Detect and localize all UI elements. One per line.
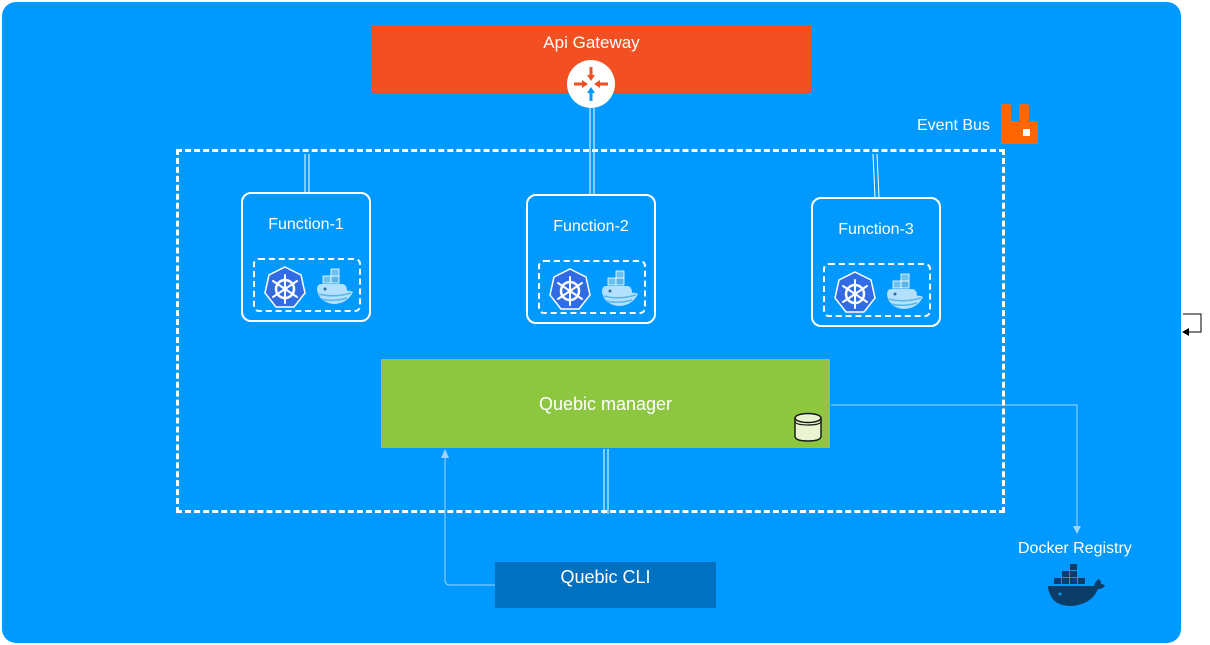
kubernetes-icon bbox=[834, 271, 876, 313]
function-2-container-group bbox=[538, 260, 646, 314]
edge-manager-registry bbox=[831, 404, 1078, 528]
edge-cli-manager bbox=[444, 455, 495, 586]
stray-connector bbox=[1183, 313, 1202, 333]
database-icon bbox=[794, 412, 822, 442]
function-3-container-group bbox=[823, 263, 931, 317]
quebic-manager-box[interactable]: Quebic manager bbox=[381, 359, 830, 448]
router-icon bbox=[567, 60, 615, 108]
api-gateway-label: Api Gateway bbox=[543, 33, 640, 52]
function-1-box[interactable]: Function-1 bbox=[241, 192, 371, 322]
function-2-label: Function-2 bbox=[553, 218, 629, 235]
function-3-label: Function-3 bbox=[838, 221, 914, 238]
function-2-box[interactable]: Function-2 bbox=[526, 194, 656, 324]
function-3-box[interactable]: Function-3 bbox=[811, 197, 941, 327]
docker-whale-icon bbox=[1048, 564, 1105, 606]
event-bus-label: Event Bus bbox=[917, 117, 990, 134]
function-1-label: Function-1 bbox=[268, 216, 344, 233]
docker-container-icon bbox=[887, 273, 923, 309]
quebic-manager-label: Quebic manager bbox=[538, 394, 673, 414]
edge-bus-function3 bbox=[872, 153, 876, 198]
function-1-container-group bbox=[253, 258, 361, 312]
docker-registry-label: Docker Registry bbox=[1018, 540, 1132, 557]
kubernetes-icon bbox=[264, 266, 306, 308]
quebic-cli-box[interactable]: Quebic CLI bbox=[495, 562, 716, 608]
docker-container-icon bbox=[317, 268, 353, 304]
kubernetes-icon bbox=[549, 268, 591, 310]
quebic-cli-label: Quebic CLI bbox=[560, 567, 651, 587]
event-bus-frame bbox=[176, 149, 1005, 513]
rabbitmq-icon bbox=[1001, 104, 1038, 144]
docker-container-icon bbox=[602, 270, 638, 306]
